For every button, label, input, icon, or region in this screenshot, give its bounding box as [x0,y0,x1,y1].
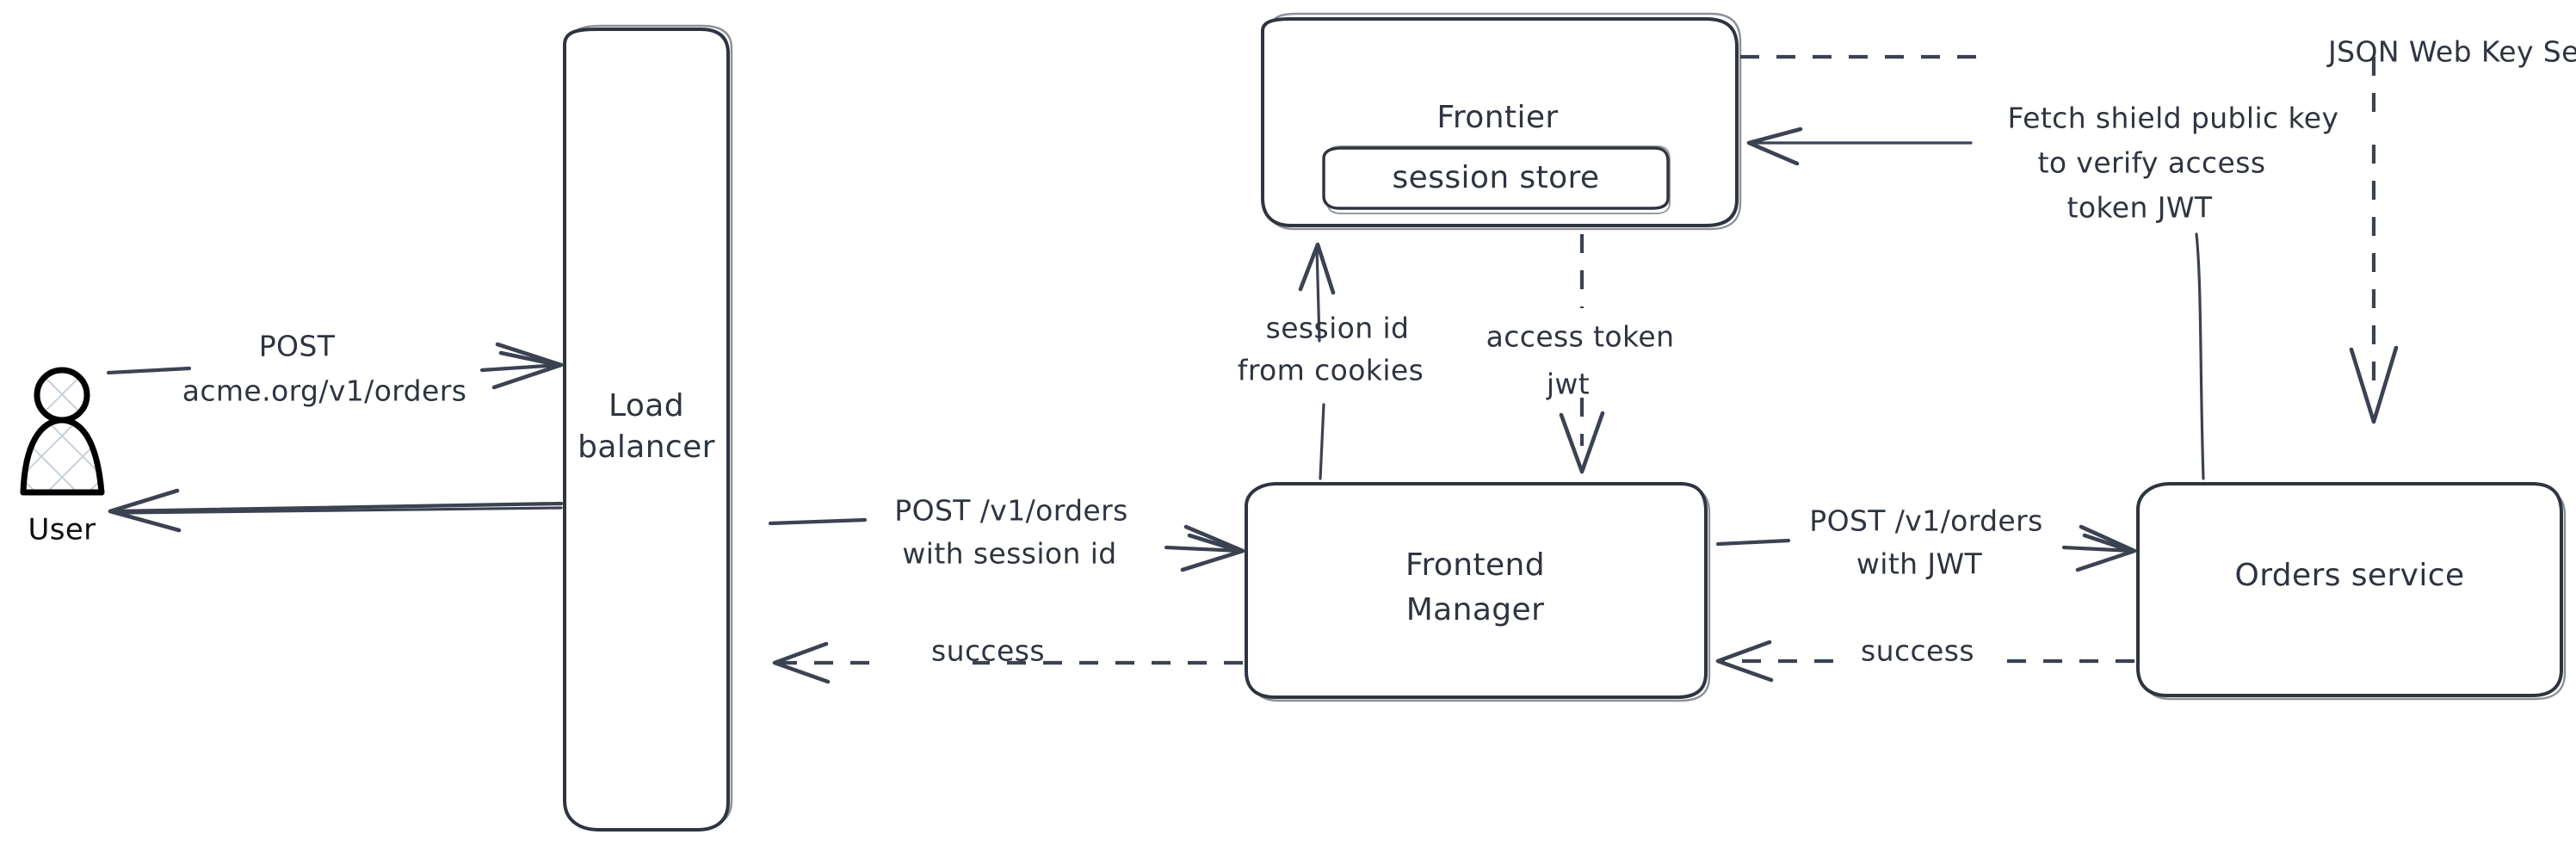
edge-frontier-to-orders-jwks-label: JSON Web Key Set [2326,35,2576,69]
node-load-balancer[interactable] [563,24,733,832]
edge-fm-to-frontier-label-line2: from cookies [1238,354,1424,387]
actor-user [20,367,105,496]
person-icon-body [20,417,105,496]
node-load-balancer-label-line1: Load [608,388,684,424]
edge-fm-to-lb-success [772,641,1243,684]
edge-orders-to-fm-success-label: success [1861,634,1974,668]
edge-fm-to-lb-success-label: success [931,634,1045,668]
edge-frontier-to-fm-label-line2: jwt [1546,368,1590,401]
node-frontend-manager-label-line1: Frontend [1405,547,1545,583]
edge-orders-to-frontier-fetch-label-line1: Fetch shield public key [2008,102,2339,135]
edge-lb-to-fm [768,517,1245,572]
node-orders-service-label: Orders service [2234,558,2464,593]
edge-fm-to-orders [1715,524,2137,572]
edge-frontier-to-fm [1559,234,1605,474]
edge-frontier-to-orders-jwks [1740,54,2399,424]
node-session-store-label: session store [1393,160,1600,195]
edge-fm-to-frontier-label-line1: session id [1266,312,1410,345]
edge-lb-to-fm-label-line1: POST /v1/orders [894,494,1127,528]
edge-lb-to-fm-label-line2: with session id [902,537,1116,571]
edge-orders-to-frontier-fetch-label-line3: token JWT [2067,191,2213,225]
person-icon-head [34,367,90,424]
edge-frontier-to-fm-label-line1: access token [1486,320,1675,354]
edge-fm-to-orders-label-line1: POST /v1/orders [1809,504,2042,538]
node-frontier[interactable] [1261,12,1742,231]
edge-lb-to-user [108,488,564,533]
edge-fm-to-orders-label-line2: with JWT [1856,547,1983,581]
node-frontend-manager-label-line2: Manager [1406,592,1545,628]
edge-user-to-lb-label-line1: POST [259,330,336,363]
edge-fm-to-frontier [1298,242,1336,480]
edge-orders-to-fm-success [1715,640,2134,683]
edge-orders-to-frontier-fetch-label-line2: to verify access [2038,146,2266,180]
actor-user-label: User [28,513,96,547]
edge-orders-to-frontier-fetch [1746,127,2205,480]
edge-user-to-lb-label-line2: acme.org/v1/orders [182,374,467,408]
node-frontend-manager[interactable] [1245,482,1711,702]
node-frontier-label: Frontier [1436,100,1558,135]
node-session-store[interactable] [1322,145,1671,214]
edge-user-to-lb [106,342,564,390]
node-load-balancer-label-line2: balancer [578,430,715,465]
node-orders-service[interactable] [2136,482,2567,701]
